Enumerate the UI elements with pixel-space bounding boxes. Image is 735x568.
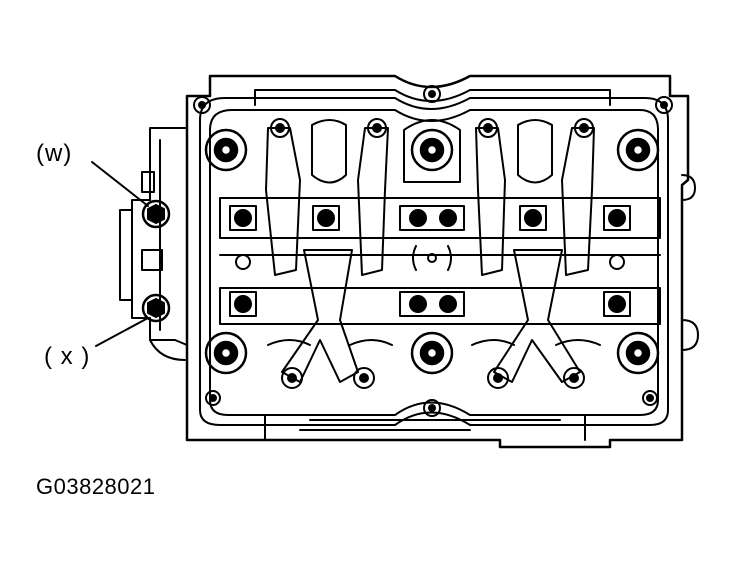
- leader-line-w: [91, 161, 149, 207]
- head-housing: [185, 74, 690, 449]
- rocker-arms-lower: [267, 249, 601, 389]
- rocker-arms-upper: [265, 118, 595, 276]
- left-side-flange: [119, 95, 188, 361]
- center-marking: [412, 245, 452, 271]
- head-bolts-large: [204, 128, 660, 375]
- callout-bolt-w: [141, 199, 171, 229]
- figure-code: G03828021: [36, 474, 156, 499]
- callout-label-w: (w): [36, 140, 73, 167]
- cap-bolts: [229, 205, 631, 317]
- callout-bolt-x: [141, 293, 171, 323]
- camshaft-caps: [219, 197, 661, 325]
- torx-plugs: [193, 85, 673, 417]
- callout-label-x: ( x ): [44, 343, 91, 370]
- right-side-tabs: [681, 174, 699, 351]
- leader-line-x: [95, 317, 149, 347]
